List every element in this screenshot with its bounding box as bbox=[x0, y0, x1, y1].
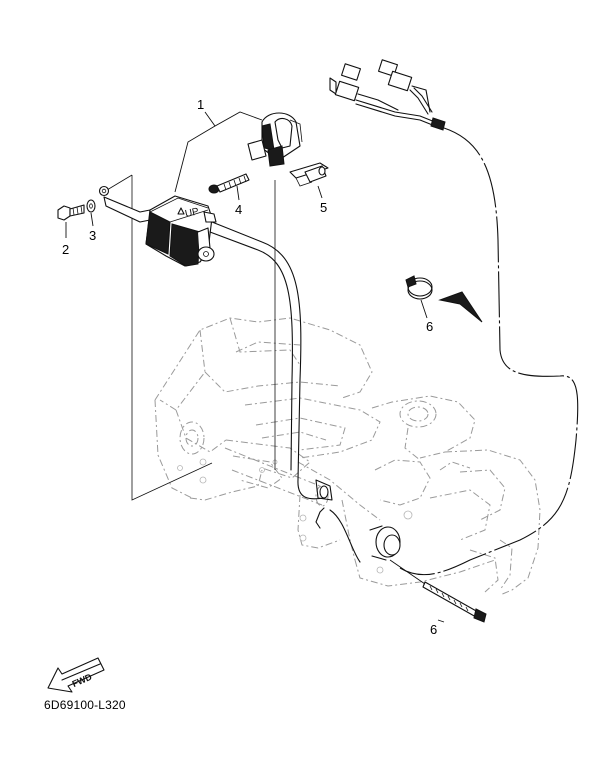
callout-3: 3 bbox=[89, 228, 96, 243]
callout-1: 1 bbox=[197, 97, 204, 112]
switch-holder-clip bbox=[247, 112, 303, 167]
callout-4: 4 bbox=[235, 202, 242, 217]
washer-part-3 bbox=[86, 199, 96, 213]
callout-6-tie: 6 bbox=[430, 622, 437, 637]
location-arrow bbox=[438, 291, 483, 323]
switch-lead-wire bbox=[209, 221, 325, 500]
diagram-code: 6D69100-L320 bbox=[44, 698, 126, 712]
band-clamp-part-6 bbox=[405, 275, 433, 300]
harness-connector-right bbox=[377, 59, 413, 92]
screw-part-4 bbox=[208, 173, 250, 194]
fwd-arrow-icon: FWD bbox=[47, 657, 105, 693]
callout-1-leader bbox=[174, 111, 263, 193]
callout-labels: 1 2 3 4 5 6 6 bbox=[62, 97, 437, 637]
callout-6-clamp: 6 bbox=[426, 319, 433, 334]
wire-harness bbox=[329, 59, 579, 576]
harness-connector-left bbox=[329, 63, 362, 102]
clamp-bracket-ghost bbox=[154, 317, 541, 596]
switch-up-label: UP bbox=[184, 206, 200, 220]
bolt-part-2 bbox=[57, 204, 85, 221]
callout-2: 2 bbox=[62, 242, 69, 257]
cable-tie-part-6 bbox=[389, 559, 487, 623]
callout-5: 5 bbox=[320, 200, 327, 215]
leader-lines bbox=[65, 185, 445, 623]
connector-bracket bbox=[289, 162, 329, 187]
mounted-switch-detail bbox=[315, 479, 401, 563]
tilt-switch-assembly: UP bbox=[98, 185, 217, 267]
